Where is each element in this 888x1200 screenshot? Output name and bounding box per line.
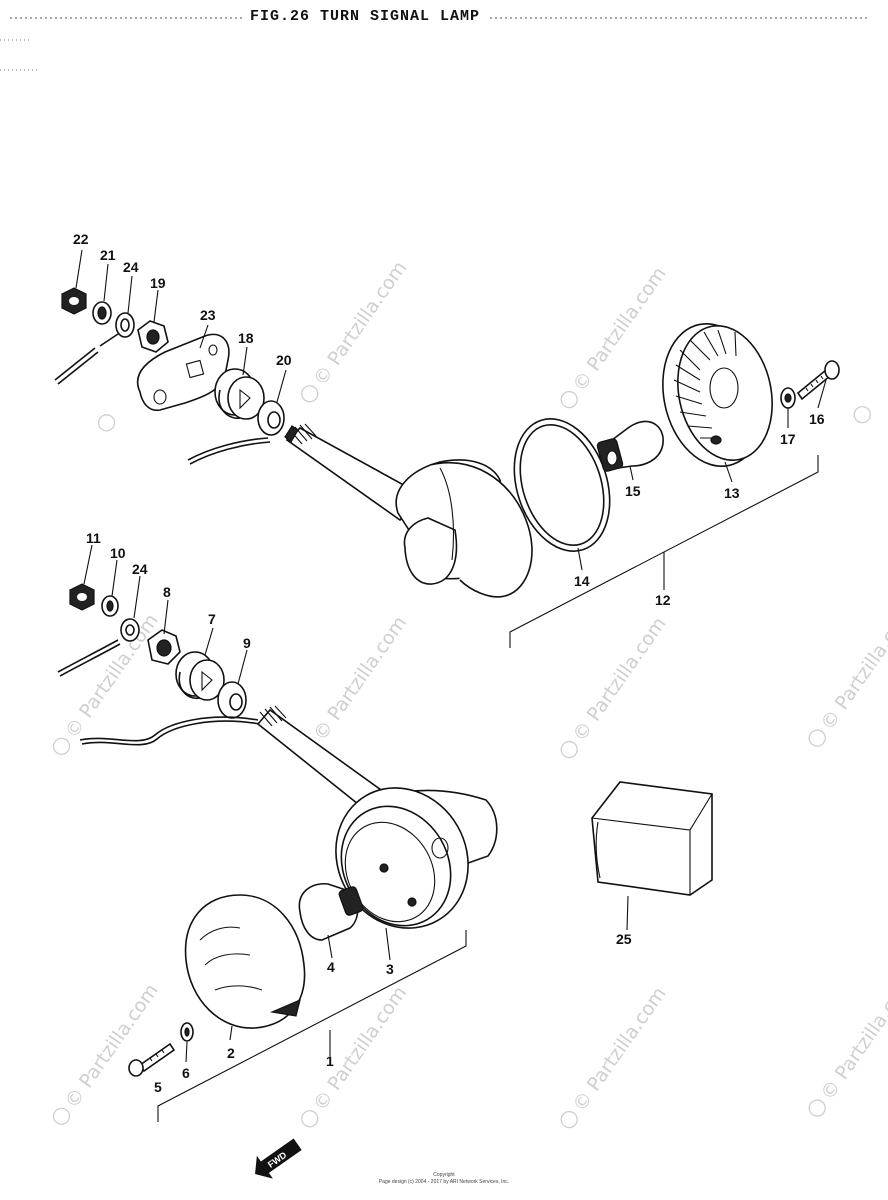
callout-17: 17 — [780, 431, 796, 447]
nut-8 — [147, 629, 181, 665]
watermark: © Partzilla.com — [560, 613, 671, 759]
svg-text:© Partzilla.com: © Partzilla.com — [568, 263, 670, 396]
svg-text:© Partzilla.com: © Partzilla.com — [568, 613, 670, 746]
nut-22 — [61, 287, 87, 315]
watermark: © Partzilla.com — [52, 980, 163, 1125]
svg-text:© Partzilla.com: © Partzilla.com — [61, 980, 163, 1113]
svg-text:© Partzilla.com: © Partzilla.com — [309, 982, 411, 1115]
wire-lead — [57, 351, 99, 385]
screw-16 — [796, 360, 840, 401]
callout-8: 8 — [163, 584, 171, 600]
watermark: © Partzilla.com — [560, 983, 671, 1129]
svg-text:© Partzilla.com: © Partzilla.com — [309, 612, 411, 745]
washer-20 — [257, 400, 285, 436]
wire-lead — [81, 720, 261, 746]
wire-lead — [79, 716, 259, 742]
callout-23: 23 — [200, 307, 216, 323]
assembly-bracket-1 — [157, 930, 467, 1122]
copyright-label: Copyright — [433, 1172, 455, 1178]
svg-text:© Partzilla.com: © Partzilla.com — [568, 983, 670, 1116]
watermark: © Partzilla.com — [560, 263, 671, 409]
watermark — [853, 405, 871, 424]
nut-11 — [69, 583, 95, 611]
callout-11: 11 — [86, 530, 101, 546]
svg-text:© Partzilla.com: © Partzilla.com — [816, 972, 888, 1105]
callout-24: 24 — [123, 259, 139, 275]
callout-22: 22 — [73, 231, 89, 247]
wire-terminal-24 — [120, 618, 140, 642]
svg-text:© Partzilla.com: © Partzilla.com — [61, 610, 163, 743]
lamp-housing-upper — [395, 459, 533, 598]
callout-1: 1 — [326, 1053, 334, 1069]
callout-leaders — [75, 249, 827, 1063]
watermark: © Partzilla.com — [808, 972, 888, 1117]
rubber-grommet-7 — [175, 651, 225, 701]
watermark: © Partzilla.com — [301, 257, 411, 403]
forward-direction-arrow: FWD — [255, 1138, 302, 1179]
watermark: © Partzilla.com — [301, 612, 411, 758]
svg-text:© Partzilla.com: © Partzilla.com — [816, 602, 888, 735]
wire-lead — [54, 347, 96, 381]
lower-turn-signal-assembly — [57, 583, 498, 1122]
callout-24-lower: 24 — [132, 561, 148, 577]
callout-13: 13 — [724, 485, 740, 501]
nut-19 — [137, 320, 169, 353]
washer-9 — [217, 681, 247, 719]
bulb-4 — [298, 883, 364, 941]
mounting-plate-23 — [136, 333, 230, 412]
callout-6: 6 — [182, 1065, 190, 1081]
wire-lead — [187, 437, 269, 461]
callout-16: 16 — [809, 411, 825, 427]
watermark — [97, 414, 116, 432]
washer-17 — [780, 387, 796, 409]
screw-5 — [128, 1042, 176, 1077]
lens-2 — [184, 894, 306, 1029]
wire-terminal-24 — [99, 312, 135, 347]
washer-6 — [180, 1022, 194, 1042]
callout-14: 14 — [574, 573, 590, 589]
flasher-relay-25 — [591, 781, 713, 896]
callout-labels: 22 21 24 19 23 18 20 16 17 15 13 14 12 1… — [73, 231, 825, 1095]
lamp-housing-lower — [335, 787, 498, 929]
callout-12: 12 — [655, 592, 671, 608]
callout-25: 25 — [616, 931, 632, 947]
gasket-14 — [513, 418, 611, 552]
callout-19: 19 — [150, 275, 166, 291]
callout-10: 10 — [110, 545, 126, 561]
callout-4: 4 — [327, 959, 335, 975]
copyright-text: Page design (c) 2004 - 2017 by ARI Netwo… — [379, 1179, 509, 1185]
bulb-15 — [596, 420, 664, 472]
upper-turn-signal-assembly — [54, 287, 840, 648]
watermark: © Partzilla.com — [52, 610, 163, 755]
lock-washer-21 — [92, 301, 112, 325]
callout-2: 2 — [227, 1045, 235, 1061]
svg-text:© Partzilla.com: © Partzilla.com — [309, 257, 411, 390]
diagram-title: FIG.26 TURN SIGNAL LAMP — [250, 8, 481, 25]
callout-18: 18 — [238, 330, 254, 346]
wire-lead — [189, 441, 271, 465]
rubber-grommet-18 — [214, 368, 265, 420]
callout-7: 7 — [208, 611, 216, 627]
callout-3: 3 — [386, 961, 394, 977]
watermark: © Partzilla.com — [808, 602, 888, 747]
title-dotted-rule — [0, 17, 870, 71]
lock-washer-10 — [101, 595, 119, 617]
callout-21: 21 — [100, 247, 116, 263]
callout-20: 20 — [276, 352, 292, 368]
wire-lead — [59, 643, 121, 677]
lens-13 — [662, 323, 773, 467]
callout-9: 9 — [243, 635, 251, 651]
callout-15: 15 — [625, 483, 641, 499]
callout-5: 5 — [154, 1079, 162, 1095]
wire-lead — [57, 639, 119, 673]
